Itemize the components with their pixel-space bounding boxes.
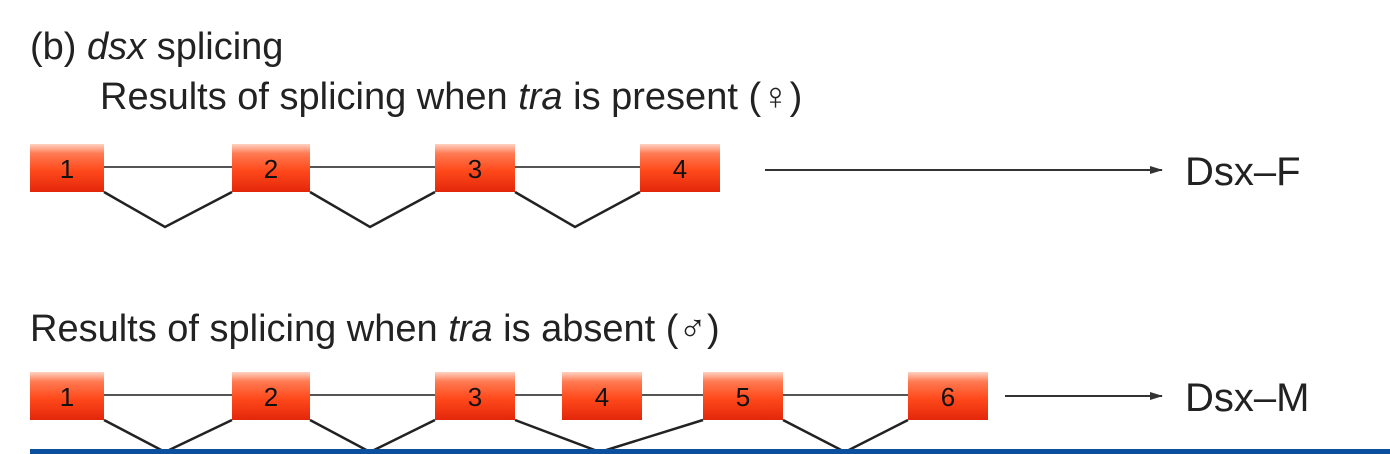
female-track: 1 2 3 4 Dsx–F [30, 144, 1301, 229]
female-title-gene: tra [518, 76, 563, 118]
male-splice-connector [309, 418, 436, 454]
exon-box: 3 [435, 144, 515, 192]
male-title-pre: Results of splicing when [30, 308, 449, 350]
exon-label: 4 [673, 154, 687, 184]
bottom-rule-divider [30, 449, 1390, 454]
exon-label: 2 [264, 154, 278, 184]
male-splice-connector [782, 418, 909, 454]
female-symbol-icon: ♀ [761, 76, 790, 118]
male-track: 1 2 3 4 5 6 Dsx–M [30, 372, 1309, 454]
exon-box: 3 [435, 372, 515, 420]
male-title: Results of splicing when tra is absent (… [30, 310, 720, 348]
male-title-end: ) [706, 308, 720, 350]
exon-label: 4 [595, 382, 609, 412]
male-title-gene: tra [448, 308, 493, 350]
female-title-end: ) [789, 76, 803, 118]
exon-label: 6 [941, 382, 955, 412]
exon-box: 2 [232, 144, 310, 192]
male-product-label: Dsx–M [1185, 376, 1309, 420]
exon-label: 5 [736, 382, 750, 412]
exon-label: 3 [468, 154, 482, 184]
male-symbol-icon: ♂ [678, 308, 707, 350]
exon-box: 1 [30, 144, 104, 192]
exon-box: 4 [640, 144, 720, 192]
female-splice-connector [103, 190, 233, 229]
male-splice-connector [103, 418, 233, 454]
exon-label: 2 [264, 382, 278, 412]
male-splice-connector [514, 418, 704, 454]
exon-box: 6 [908, 372, 988, 420]
female-product-label: Dsx–F [1185, 150, 1301, 194]
heading-gene: dsx [87, 26, 147, 68]
exon-label: 1 [60, 382, 74, 412]
female-splice-connector [514, 190, 641, 229]
female-title-pre: Results of splicing when [100, 76, 519, 118]
female-title: Results of splicing when tra is present … [100, 78, 802, 116]
heading-suffix: splicing [146, 26, 284, 68]
exon-box: 4 [562, 372, 642, 420]
exon-label: 1 [60, 154, 74, 184]
exon-box: 2 [232, 372, 310, 420]
exon-label: 3 [468, 382, 482, 412]
heading-prefix: (b) [30, 26, 87, 68]
exon-box: 5 [703, 372, 783, 420]
female-splice-connector [309, 190, 436, 229]
panel-heading: (b) dsx splicing [30, 28, 283, 66]
male-title-mid: is absent ( [492, 308, 679, 350]
female-title-mid: is present ( [562, 76, 762, 118]
exon-box: 1 [30, 372, 104, 420]
